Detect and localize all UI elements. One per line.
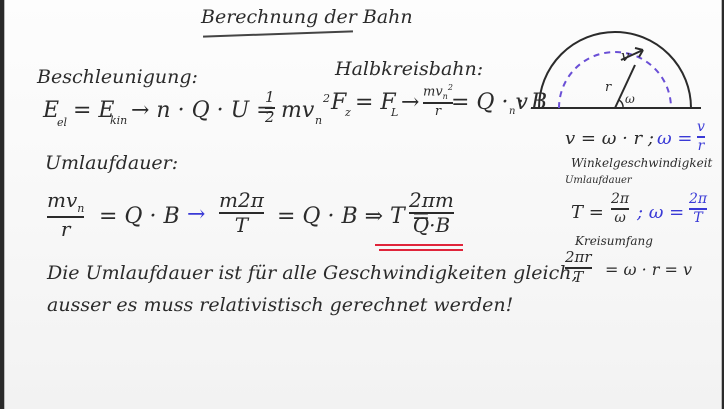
fraction-bar xyxy=(219,212,264,214)
equation-circumference: 2πr T = ω · r = v xyxy=(565,248,715,294)
fraction-bar xyxy=(689,207,708,210)
eq2-f1-den: r xyxy=(60,216,71,241)
eq1-tail-sup: 2 xyxy=(323,92,330,105)
label-winkelgeschwindigkeit: Winkelgeschwindigkeit xyxy=(571,156,713,170)
eq-m-frac-num-sub: n xyxy=(442,91,448,101)
eq-r2-left: T = xyxy=(571,202,604,223)
label-umlaufdauer: Umlaufdauer xyxy=(565,175,632,186)
title-underline xyxy=(203,30,353,38)
eq-m-fraction: mvn2 r xyxy=(423,83,453,120)
eq-m-mid: = F xyxy=(355,90,396,115)
eq-r2-right-fraction: 2π T xyxy=(689,191,708,226)
eq-r3-tail: = ω · r = v xyxy=(605,260,693,279)
eq1-fraction: 1 2 xyxy=(265,88,275,126)
eq2-f1-num: mv xyxy=(47,188,78,212)
eq-m-frac-den: r xyxy=(434,104,442,120)
eq-r1-den: r xyxy=(697,137,705,154)
eq1-tail: mv xyxy=(281,98,315,123)
eq-r1-left: v = ω · r ; xyxy=(565,128,654,149)
radius-line xyxy=(614,64,636,109)
eq-r2-rden: T xyxy=(693,209,703,226)
eq-r2-den: ω xyxy=(614,209,626,226)
eq2-fraction-3: 2πm Q·B xyxy=(409,190,454,236)
whiteboard: Berechnung der Bahn Beschleunigung: E el… xyxy=(4,0,722,409)
eq-r3-den: T xyxy=(573,267,584,286)
fraction-bar xyxy=(565,266,592,269)
eq-m-tail-end: · B xyxy=(517,90,548,115)
eq-m-lhs-sub: z xyxy=(345,106,351,119)
fraction-bar xyxy=(409,212,454,214)
eq1-lhs: E xyxy=(43,98,60,123)
eq1-frac-den: 2 xyxy=(265,107,275,126)
fraction-bar xyxy=(611,207,630,210)
heading-beschleunigung: Beschleunigung: xyxy=(37,66,198,88)
eq-m-tail: = Q · v xyxy=(451,90,528,115)
eq-r1-omega: ω = xyxy=(657,128,693,149)
eq-r2-fraction: 2π ω xyxy=(611,191,630,226)
eq-r2-omega: ; ω = xyxy=(637,202,685,223)
eq-m-frac-num-sup: 2 xyxy=(447,83,453,92)
eq2-fraction-1: mvn r xyxy=(47,188,85,241)
eq2-f2-num: m2π xyxy=(219,188,264,212)
diagram-omega-label: ω xyxy=(625,92,635,106)
diagram-r-label: r xyxy=(605,80,612,95)
particle-path-dashed xyxy=(558,51,672,109)
velocity-arrow xyxy=(620,49,644,61)
eq2-f3-den: Q·B xyxy=(412,213,451,237)
eq2-part-2: = Q · B ⇒ T = xyxy=(277,204,431,229)
equation-period-derivation: mvn r = Q · B → m2π T = Q · B ⇒ T = 2πm … xyxy=(47,190,477,246)
semicircle-diagram xyxy=(531,31,701,109)
eq2-f2-den: T xyxy=(234,213,249,237)
equation-period: T = 2π ω ; ω = 2π T xyxy=(571,192,711,236)
result-underline-1 xyxy=(375,244,463,246)
eq1-mid-sub: kin xyxy=(110,114,128,127)
eq1-tail-sub: n xyxy=(315,114,323,127)
eq2-arrow: → xyxy=(187,202,206,227)
eq1-lhs-sub: el xyxy=(57,116,68,129)
eq-m-lhs: F xyxy=(331,90,347,115)
eq-m-mid-sub: L xyxy=(391,106,399,119)
eq-m-tail-sub: n xyxy=(509,106,516,117)
heading-halbkreisbahn: Halbkreisbahn: xyxy=(335,58,484,80)
fraction-bar xyxy=(423,102,453,105)
eq2-fraction-2: m2π T xyxy=(219,190,264,236)
eq1-frac-num: 1 xyxy=(265,88,275,106)
angle-arc xyxy=(618,99,624,109)
velocity-arrowhead xyxy=(634,47,644,58)
diagram-v-label: v xyxy=(621,47,630,65)
conclusion-line-2: ausser es muss relativistisch gerechnet … xyxy=(47,294,514,316)
fraction-bar xyxy=(265,106,275,109)
eq-r3-fraction: 2πr T xyxy=(565,248,592,286)
eq1-mid: = E xyxy=(73,98,115,123)
semicircle-outline xyxy=(538,31,692,109)
eq-m-arrow: → xyxy=(401,90,420,115)
eq-r1-num: v xyxy=(697,119,705,135)
label-kreisumfang: Kreisumfang xyxy=(575,234,653,248)
fraction-bar xyxy=(697,135,705,138)
result-underline-2 xyxy=(379,249,463,251)
fraction-bar xyxy=(47,215,85,218)
eq2-f1-num-sub: n xyxy=(77,202,85,215)
equation-v-omega: v = ω · r ; ω = v r xyxy=(565,120,715,158)
eq2-f3-num: 2πm xyxy=(409,188,454,212)
board-title: Berechnung der Bahn xyxy=(201,6,413,28)
eq2-part-1: = Q · B xyxy=(99,204,180,229)
eq-m-frac-num: mv xyxy=(423,84,443,100)
eq-r1-fraction: v r xyxy=(697,120,705,153)
eq-r2-num: 2π xyxy=(611,191,630,207)
eq-r3-num: 2πr xyxy=(565,248,592,266)
eq1-rhs: → n · Q · U = xyxy=(131,98,275,123)
heading-umlaufdauer: Umlaufdauer: xyxy=(45,152,179,174)
eq-r2-rnum: 2π xyxy=(689,191,708,207)
conclusion-line-1: Die Umlaufdauer ist für alle Geschwindig… xyxy=(47,262,578,284)
